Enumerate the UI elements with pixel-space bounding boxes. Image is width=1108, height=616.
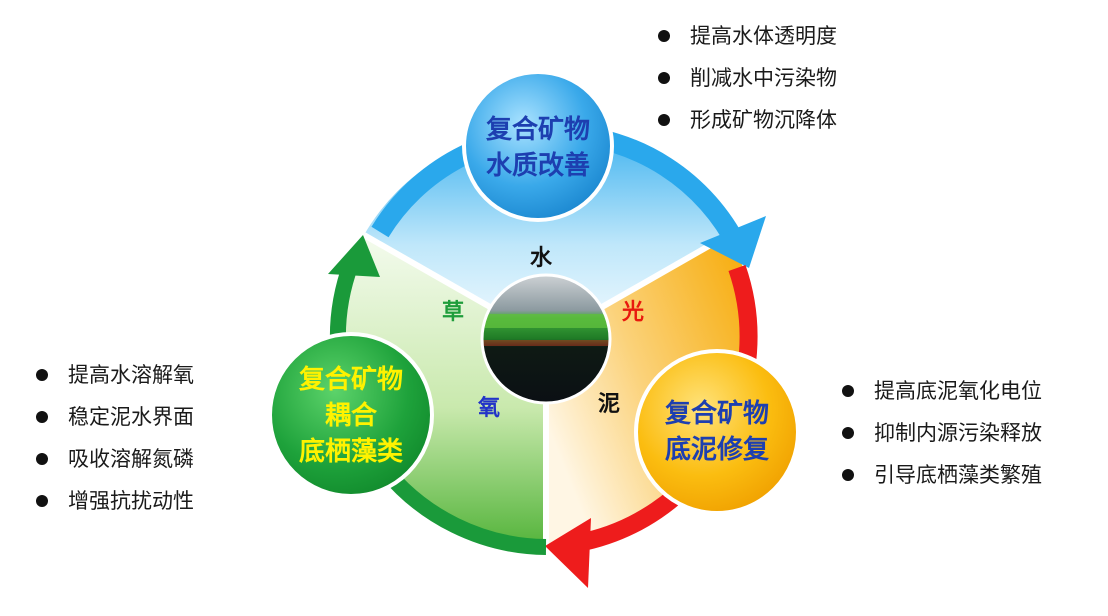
left-bullet-list: 提高水溶解氧 稳定泥水界面 吸收溶解氮磷 增强抗扰动性 — [34, 354, 194, 522]
right-bullet-list: 提高底泥氧化电位 抑制内源污染释放 引导底栖藻类繁殖 — [840, 370, 1042, 496]
module-left-line-3: 底栖藻类 — [281, 434, 421, 470]
element-mud-label: 泥 — [598, 386, 620, 418]
element-oxygen-label: 氧 — [478, 390, 500, 422]
module-top-label: 复合矿物 水质改善 — [468, 112, 608, 184]
element-light-label: 光 — [622, 294, 644, 326]
list-item: 形成矿物沉降体 — [656, 99, 837, 141]
element-water-label: 水 — [530, 240, 552, 272]
module-right-line-1: 复合矿物 — [647, 396, 787, 432]
list-item: 稳定泥水界面 — [34, 396, 194, 438]
top-bullet-list: 提高水体透明度 削减水中污染物 形成矿物沉降体 — [656, 15, 837, 141]
element-grass-label: 草 — [442, 294, 464, 326]
list-item: 抑制内源污染释放 — [840, 412, 1042, 454]
module-top-line-2: 水质改善 — [468, 148, 608, 184]
list-item: 提高水溶解氧 — [34, 354, 194, 396]
module-left-line-1: 复合矿物 — [281, 362, 421, 398]
list-item: 增强抗扰动性 — [34, 480, 194, 522]
list-item: 引导底栖藻类繁殖 — [840, 454, 1042, 496]
list-item: 削减水中污染物 — [656, 57, 837, 99]
module-top-line-1: 复合矿物 — [468, 112, 608, 148]
module-right-label: 复合矿物 底泥修复 — [647, 396, 787, 468]
module-left-line-2: 耦合 — [281, 398, 421, 434]
list-item: 提高水体透明度 — [656, 15, 837, 57]
module-left-label: 复合矿物 耦合 底栖藻类 — [281, 362, 421, 470]
list-item: 吸收溶解氮磷 — [34, 438, 194, 480]
module-right-line-2: 底泥修复 — [647, 432, 787, 468]
list-item: 提高底泥氧化电位 — [840, 370, 1042, 412]
